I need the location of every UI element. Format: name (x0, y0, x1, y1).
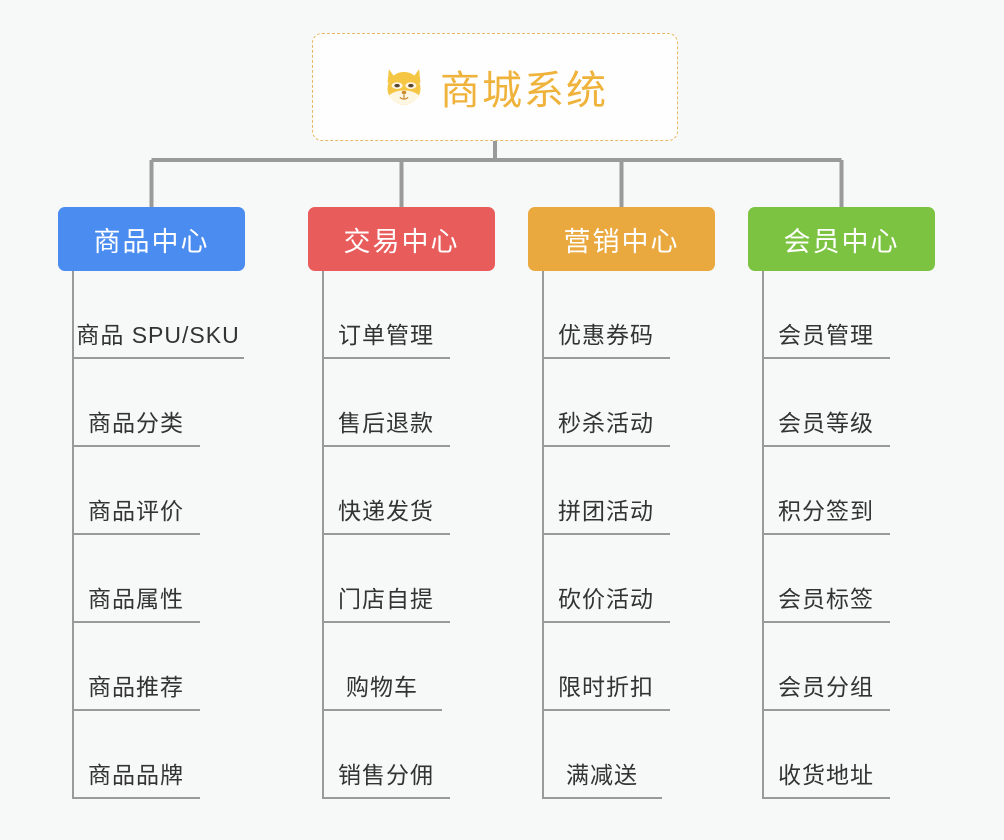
leaf-item-label: 会员管理 (778, 322, 874, 348)
leaf-item-label: 收货地址 (778, 762, 874, 788)
leaf-item[interactable]: 商品推荐 (72, 623, 200, 711)
category-header-trade-center[interactable]: 交易中心 (308, 207, 495, 271)
leaf-item-label: 销售分佣 (338, 762, 434, 788)
root-node[interactable]: 商城系统 (312, 33, 678, 141)
leaf-item[interactable]: 售后退款 (322, 359, 450, 447)
column-spine (762, 271, 764, 799)
leaf-item-label: 订单管理 (338, 322, 434, 348)
leaf-item[interactable]: 砍价活动 (542, 535, 670, 623)
leaf-item[interactable]: 会员标签 (762, 535, 890, 623)
column-spine (72, 271, 74, 799)
root-title: 商城系统 (440, 69, 608, 113)
leaf-item[interactable]: 拼团活动 (542, 447, 670, 535)
leaf-item[interactable]: 购物车 (322, 623, 442, 711)
leaf-item-label: 购物车 (346, 674, 418, 700)
leaf-item[interactable]: 商品分类 (72, 359, 200, 447)
leaf-item-label: 会员分组 (778, 674, 874, 700)
leaf-item-label: 砍价活动 (558, 586, 654, 612)
leaf-item[interactable]: 订单管理 (322, 271, 450, 359)
leaf-item-label: 满减送 (566, 762, 638, 788)
category-header-label: 营销中心 (563, 226, 680, 257)
leaf-item[interactable]: 会员分组 (762, 623, 890, 711)
leaf-item-label: 限时折扣 (558, 674, 654, 700)
leaf-item[interactable]: 满减送 (542, 711, 662, 799)
leaf-item[interactable]: 销售分佣 (322, 711, 450, 799)
leaf-item[interactable]: 会员管理 (762, 271, 890, 359)
leaf-item-label: 优惠券码 (558, 322, 654, 348)
leaf-item-label: 积分签到 (778, 498, 874, 524)
leaf-item[interactable]: 秒杀活动 (542, 359, 670, 447)
leaf-item[interactable]: 会员等级 (762, 359, 890, 447)
leaf-item-label: 商品属性 (88, 586, 184, 612)
leaf-item[interactable]: 商品评价 (72, 447, 200, 535)
leaf-item[interactable]: 优惠券码 (542, 271, 670, 359)
column-spine (322, 271, 324, 799)
leaf-item[interactable]: 收货地址 (762, 711, 890, 799)
tree-connector-path (149, 141, 844, 207)
leaf-item-label: 售后退款 (338, 410, 434, 436)
category-header-label: 商品中心 (93, 226, 210, 257)
leaf-item-label: 快递发货 (338, 498, 434, 524)
category-header-product-center[interactable]: 商品中心 (58, 207, 245, 271)
category-header-label: 会员中心 (783, 226, 900, 257)
column-spine (542, 271, 544, 799)
leaf-item[interactable]: 门店自提 (322, 535, 450, 623)
category-header-label: 交易中心 (343, 226, 460, 257)
leaf-item-label: 商品分类 (88, 410, 184, 436)
category-header-marketing-center[interactable]: 营销中心 (528, 207, 715, 271)
leaf-item-label: 商品 SPU/SKU (76, 322, 240, 348)
leaf-item-label: 商品评价 (88, 498, 184, 524)
leaf-item-label: 拼团活动 (558, 498, 654, 524)
leaf-item[interactable]: 商品品牌 (72, 711, 200, 799)
category-header-member-center[interactable]: 会员中心 (748, 207, 935, 271)
leaf-item-label: 秒杀活动 (558, 410, 654, 436)
leaf-item-label: 商品品牌 (88, 762, 184, 788)
leaf-item-label: 会员等级 (778, 410, 874, 436)
leaf-item[interactable]: 商品 SPU/SKU (72, 271, 244, 359)
leaf-item[interactable]: 限时折扣 (542, 623, 670, 711)
leaf-item-label: 门店自提 (338, 586, 434, 612)
leaf-item-label: 会员标签 (778, 586, 874, 612)
shiba-dog-face-icon (382, 65, 426, 109)
leaf-item[interactable]: 商品属性 (72, 535, 200, 623)
leaf-item-label: 商品推荐 (88, 674, 184, 700)
leaf-item[interactable]: 积分签到 (762, 447, 890, 535)
leaf-item[interactable]: 快递发货 (322, 447, 450, 535)
